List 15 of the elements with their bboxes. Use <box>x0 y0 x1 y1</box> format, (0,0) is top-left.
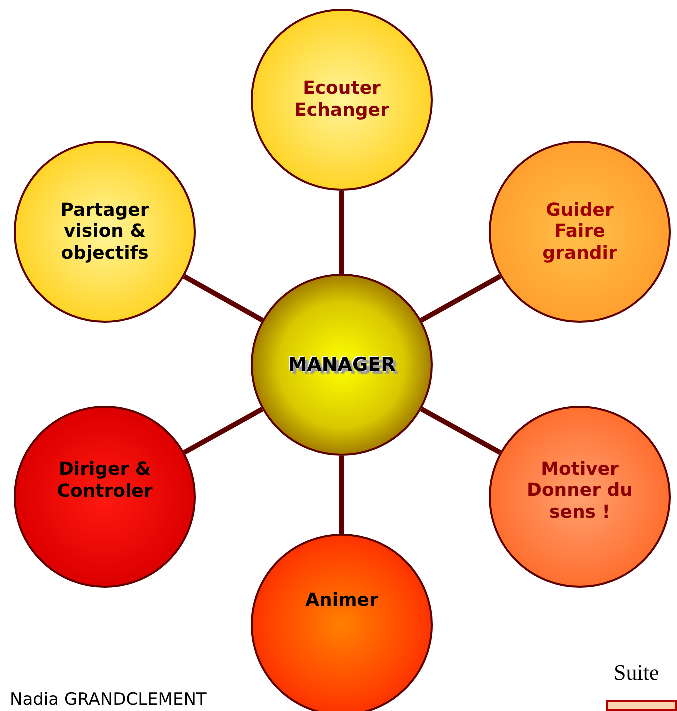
circle-label: Animer <box>306 590 378 612</box>
circle-label: Diriger & Controler <box>56 459 154 503</box>
connector-line <box>340 456 344 534</box>
circle-label: Ecouter Echanger <box>294 78 390 122</box>
circle-label: Motiver Donner du sens ! <box>526 458 634 524</box>
nav-label: Suite <box>614 659 660 687</box>
connector-line <box>340 191 344 274</box>
connector-line <box>420 406 502 456</box>
circle-label: MANAGER <box>288 354 396 376</box>
connector-line <box>183 274 264 323</box>
connector-line <box>183 407 264 455</box>
circle-label: Partager vision & objectifs <box>60 200 150 264</box>
author-name: Nadia GRANDCLEMENT <box>10 690 207 710</box>
circle-label: Guider Faire grandir <box>542 200 618 264</box>
connector-line <box>420 274 502 323</box>
